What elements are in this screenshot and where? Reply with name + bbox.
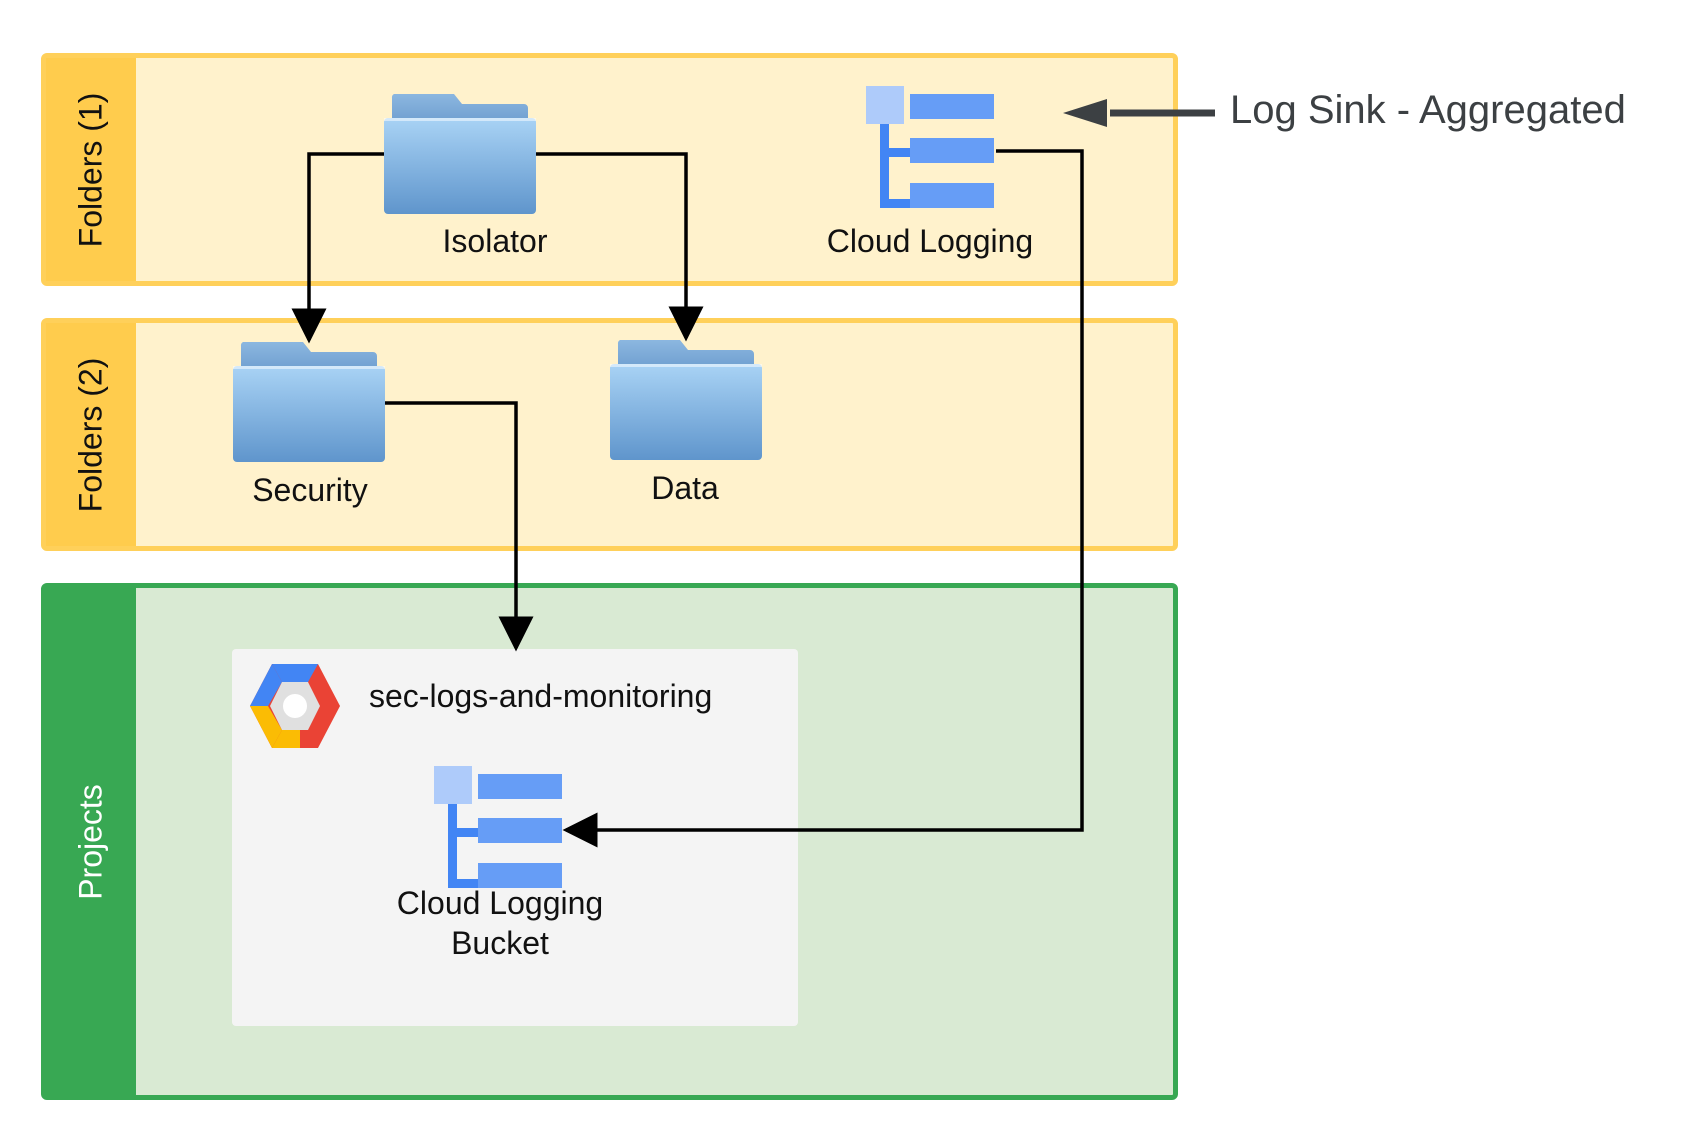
lane-folders-1: Folders (1) xyxy=(41,53,1178,286)
edge-isolator-to-data xyxy=(536,152,704,342)
cloud-logging-icon xyxy=(866,86,994,208)
folder-icon xyxy=(384,94,536,214)
bucket-label-line1: Cloud Logging xyxy=(396,885,604,921)
google-cloud-project-icon xyxy=(250,664,340,748)
edge-isolator-to-security xyxy=(291,152,384,344)
cloud-logging-label: Cloud Logging xyxy=(826,223,1034,259)
folder-icon xyxy=(610,340,762,460)
edge-logging-to-bucket xyxy=(562,149,1084,848)
log-sink-annotation: Log Sink - Aggregated xyxy=(1230,88,1626,132)
cloud-logging-bucket-icon xyxy=(434,766,562,888)
lane-header-folders-1: Folders (1) xyxy=(46,58,136,281)
folder-icon xyxy=(233,342,385,462)
lane-header-projects: Projects xyxy=(46,588,136,1095)
bucket-label-line2: Bucket xyxy=(451,925,549,961)
lane-folders-2: Folders (2) xyxy=(41,318,1178,551)
isolator-label: Isolator xyxy=(442,223,548,259)
lane-header-folders-2: Folders (2) xyxy=(46,323,136,546)
annotation-arrow-head xyxy=(1063,99,1107,127)
data-label: Data xyxy=(651,470,719,506)
security-label: Security xyxy=(252,472,368,508)
project-name-label: sec-logs-and-monitoring xyxy=(369,678,713,714)
edge-security-to-project xyxy=(385,401,534,652)
